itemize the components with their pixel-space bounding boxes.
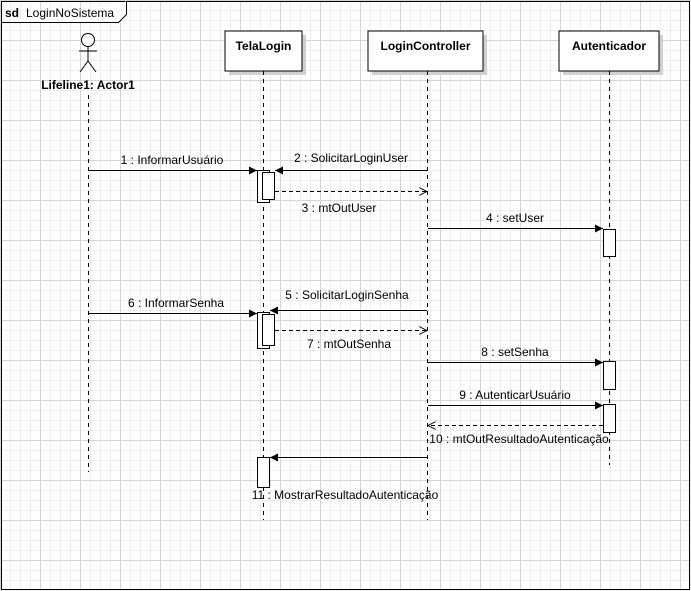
message-7[interactable]: 7 : mtOutSenha bbox=[275, 331, 427, 352]
message-1[interactable]: 1 : InformarUsuário bbox=[89, 153, 257, 175]
message-label: 5 : SolicitarLoginSenha bbox=[285, 288, 409, 302]
actor[interactable]: Lifeline1: Actor1 bbox=[41, 33, 135, 93]
message-label: 6 : InformarSenha bbox=[128, 296, 224, 310]
message-label: 10 : mtOutResultadoAutenticação bbox=[429, 432, 609, 446]
lifeline-label-auth: Autenticador bbox=[572, 39, 646, 53]
message-label: 7 : mtOutSenha bbox=[307, 337, 391, 351]
lifeline-label-ctrl: LoginController bbox=[381, 39, 471, 53]
message-8[interactable]: 8 : setSenha bbox=[428, 345, 603, 367]
message-label: 9 : AutenticarUsuário bbox=[459, 388, 571, 402]
frame-keyword: sd bbox=[5, 6, 19, 20]
actor-head bbox=[81, 33, 95, 47]
lifeline-auth[interactable]: Autenticador bbox=[558, 30, 663, 75]
message-4[interactable]: 4 : setUser bbox=[428, 211, 603, 233]
message-11[interactable]: 11 : MostrarResultadoAutenticação bbox=[252, 453, 439, 503]
message-label: 1 : InformarUsuário bbox=[121, 153, 224, 167]
lifeline-tela[interactable]: TelaLogin bbox=[224, 30, 306, 75]
actor-right-leg bbox=[87, 60, 97, 73]
message-3[interactable]: 3 : mtOutUser bbox=[275, 192, 427, 216]
actor-left-leg bbox=[79, 60, 89, 73]
lifeline-ctrl[interactable]: LoginController bbox=[367, 30, 487, 75]
message-label: 3 : mtOutUser bbox=[302, 201, 377, 215]
activation-bars bbox=[257, 170, 616, 488]
message-label: 11 : MostrarResultadoAutenticação bbox=[252, 488, 439, 502]
message-10[interactable]: 10 : mtOutResultadoAutenticação bbox=[428, 426, 609, 447]
frame-title: LoginNoSistema bbox=[26, 6, 114, 20]
message-label: 8 : setSenha bbox=[481, 345, 549, 359]
message-9[interactable]: 9 : AutenticarUsuário bbox=[428, 388, 603, 410]
message-label: 2 : SolicitarLoginUser bbox=[294, 151, 408, 165]
message-label: 4 : setUser bbox=[486, 211, 544, 225]
message-2[interactable]: 2 : SolicitarLoginUser bbox=[275, 151, 427, 175]
message-6[interactable]: 6 : InformarSenha bbox=[89, 296, 257, 318]
message-5[interactable]: 5 : SolicitarLoginSenha bbox=[270, 288, 427, 315]
lifeline-label-tela: TelaLogin bbox=[236, 39, 292, 53]
actor-label: Lifeline1: Actor1 bbox=[41, 78, 135, 92]
